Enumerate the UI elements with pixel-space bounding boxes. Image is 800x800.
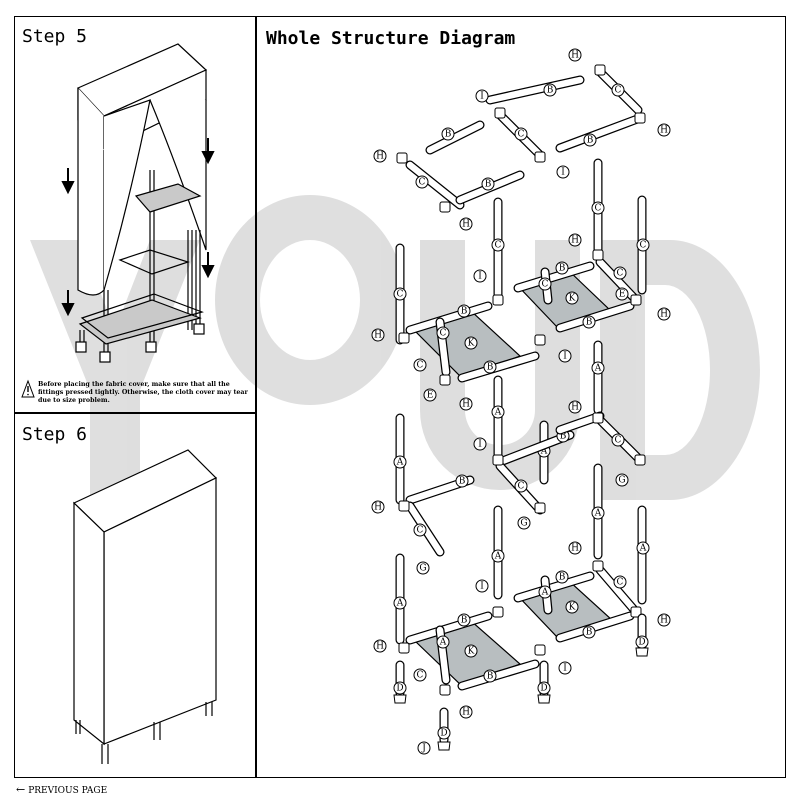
step5-title: Step 5 [22,26,88,47]
arrow-left-icon: ← [16,783,26,796]
horizontal-divider [14,412,256,414]
diagram-title: Whole Structure Diagram [266,28,516,49]
page-frame [14,16,786,778]
step6-title: Step 6 [22,424,88,445]
vertical-divider [255,16,257,778]
previous-page-link[interactable]: ←PREVIOUS PAGE [16,783,107,796]
previous-page-label: PREVIOUS PAGE [28,786,108,796]
warning-text: Before placing the fabric cover, make su… [38,381,248,404]
